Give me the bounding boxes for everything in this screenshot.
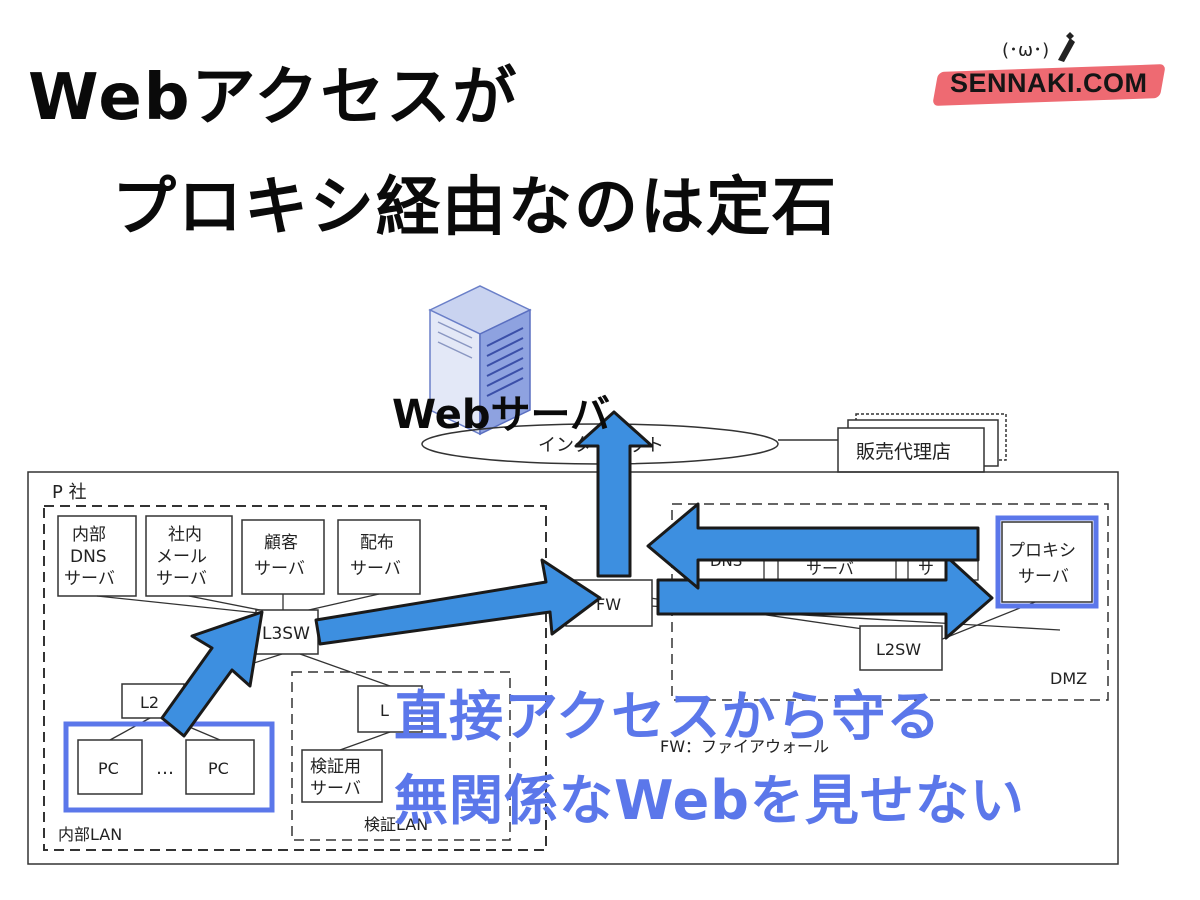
web-server-label: Webサーバ xyxy=(392,392,611,438)
l2-switch-dmz-label: L2SW xyxy=(876,640,921,659)
l2-switch-internal-label: L2 xyxy=(140,693,159,712)
dmz-server-2-label: サ xyxy=(918,559,934,578)
proxy-line-2: サーバ xyxy=(1018,567,1069,587)
verify-lan-label: 検証LAN xyxy=(364,815,428,834)
customer-line-2: サーバ xyxy=(254,559,305,579)
distribution-line-1: 配布 xyxy=(360,533,394,553)
verify-server-line-2: サーバ xyxy=(310,779,361,799)
caption-line-2: 無関係なWebを見せない xyxy=(394,769,1025,832)
l2-switch-dmz xyxy=(859,625,943,671)
arrow-pc-to-l3sw xyxy=(160,610,264,738)
pc-1-label: PC xyxy=(98,759,119,778)
internal-zone xyxy=(43,505,547,851)
proxy-line-1: プロキシ xyxy=(1008,541,1076,561)
server-rack-icon xyxy=(428,285,532,436)
internal-mail-line-2: メール xyxy=(156,547,207,567)
title-line-2: プロキシ経由なのは定石 xyxy=(112,171,838,245)
arrow-proxy-to-fw xyxy=(646,502,980,590)
caption-line-1: 直接アクセスから守る xyxy=(394,685,942,748)
verify-switch xyxy=(357,685,423,733)
internal-dns-line-2: DNS xyxy=(70,547,107,567)
internal-mail-line-1: 社内 xyxy=(168,525,202,545)
proxy-highlight xyxy=(995,515,1099,609)
internal-dns-line-1: 内部 xyxy=(72,525,106,545)
verify-server: 検証用 サーバ xyxy=(301,749,383,803)
internal-dns-server: 内部 DNS サーバ xyxy=(57,515,137,597)
pc-ellipsis: … xyxy=(156,758,174,779)
distribution-server: 配布 サーバ xyxy=(337,519,421,595)
internal-mail-line-3: サーバ xyxy=(156,569,207,589)
pc-2 xyxy=(185,739,255,795)
dealer-node: 販売代理店 xyxy=(837,413,1007,473)
company-label: P 社 xyxy=(52,482,87,503)
firewall-label: FW xyxy=(596,595,621,614)
pc-2-label: PC xyxy=(208,759,229,778)
customer-line-1: 顧客 xyxy=(264,533,298,553)
l3-switch-label: L3SW xyxy=(262,624,310,644)
company-boundary xyxy=(27,471,1119,865)
dealer-label: 販売代理店 xyxy=(856,441,951,463)
title-line-1: Webアクセスが xyxy=(28,61,519,135)
internal-lan-label: 内部LAN xyxy=(58,825,122,844)
dmz-label: DMZ xyxy=(1050,669,1087,688)
logo-face-text: (･ω･) xyxy=(1002,40,1049,61)
dmz-zone xyxy=(671,503,1109,701)
distribution-line-2: サーバ xyxy=(350,559,401,579)
verify-server-line-1: 検証用 xyxy=(310,757,361,777)
legend-firewall: FW：ファイアウォール xyxy=(660,737,829,756)
logo-face-icon: (･ω･) xyxy=(1002,32,1075,62)
internal-mail-server: 社内 メール サーバ xyxy=(145,515,233,597)
verify-switch-label: L xyxy=(380,701,389,720)
arrow-fw-to-proxy xyxy=(656,554,994,640)
pc-1 xyxy=(77,739,143,795)
dmz-server-1-label: サーバ xyxy=(806,559,854,578)
verify-lan-zone xyxy=(291,671,511,841)
proxy-server: プロキシ サーバ xyxy=(1001,521,1093,603)
logo-text: SENNAKI.COM xyxy=(950,68,1148,98)
internal-dns-line-3: サーバ xyxy=(64,569,115,589)
customer-server: 顧客 サーバ xyxy=(241,519,325,595)
site-logo: SENNAKI.COM (･ω･) xyxy=(930,30,1170,110)
arrow-l3sw-to-fw xyxy=(314,558,602,646)
arrow-fw-to-web xyxy=(574,410,654,578)
